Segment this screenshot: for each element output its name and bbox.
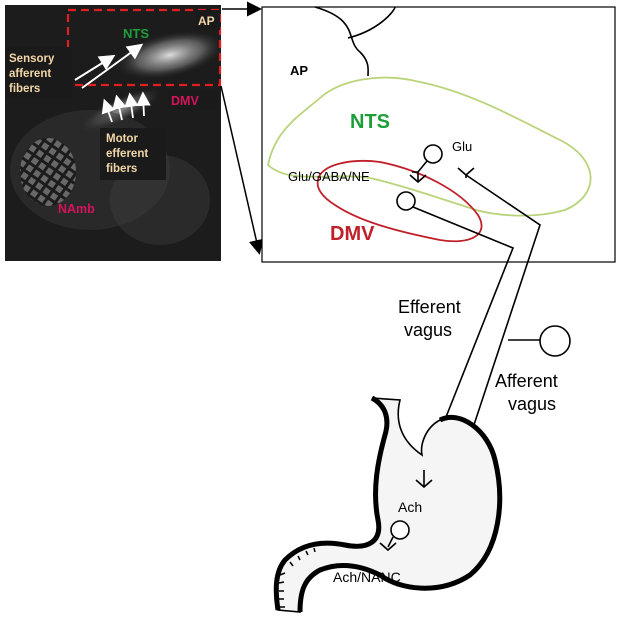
afferent-vagus-fiber bbox=[464, 174, 541, 453]
motor-arrow-2 bbox=[112, 94, 127, 121]
micro-ap-label: AP bbox=[198, 14, 215, 28]
schematic-dmv-label: DMV bbox=[330, 223, 375, 245]
dmv-motor-neuron bbox=[396, 191, 416, 211]
schematic-frame bbox=[261, 6, 616, 263]
nts-outline bbox=[267, 76, 592, 217]
ach-nanc-label: Ach/NANC bbox=[333, 569, 401, 585]
stomach: Ach Ach/NANC bbox=[273, 395, 503, 613]
fiber-tract-glow bbox=[116, 30, 224, 80]
motor-callout-box bbox=[100, 128, 166, 180]
micrograph-panel: NTS AP Sensory afferent fibers DMV Motor… bbox=[5, 5, 224, 261]
glu-gaba-ne-label: Glu/GABA/NE bbox=[288, 169, 370, 184]
motor-label-line3: fibers bbox=[106, 163, 137, 175]
interneuron-axon bbox=[412, 160, 428, 182]
stomach-lesser-curvature bbox=[297, 414, 503, 613]
dmv-outline bbox=[316, 160, 483, 243]
sensory-callout-box bbox=[5, 47, 71, 99]
afferent-vagus-label-line1: Afferent bbox=[495, 371, 558, 391]
nts-interneuron bbox=[423, 144, 443, 164]
afferent-ganglion-neuron bbox=[539, 325, 571, 357]
sensory-label-line3: fibers bbox=[9, 83, 40, 95]
micro-ap-box bbox=[196, 10, 220, 30]
sensory-arrow-2 bbox=[81, 43, 144, 89]
sensory-label-line1: Sensory bbox=[9, 53, 55, 65]
motor-label-line1: Motor bbox=[106, 133, 138, 145]
efferent-vagus-label-line2: vagus bbox=[404, 320, 452, 340]
stomach-greater-curvature bbox=[273, 395, 390, 611]
efferent-vagus-label-line1: Efferent bbox=[398, 297, 461, 317]
micro-nts-label: NTS bbox=[123, 26, 149, 41]
schematic-ap-label: AP bbox=[290, 63, 308, 78]
glu-label: Glu bbox=[452, 139, 472, 154]
vagus-nerves: Efferent vagus Afferent vagus bbox=[398, 174, 571, 471]
ach-label: Ach bbox=[398, 499, 422, 515]
enteric-neuron bbox=[390, 520, 410, 540]
namb-mesh bbox=[20, 138, 76, 206]
interneuron-synapse bbox=[409, 174, 427, 184]
micro-dmv-label: DMV bbox=[171, 94, 199, 108]
schematic-nts-label: NTS bbox=[350, 111, 390, 133]
motor-arrow-1 bbox=[101, 98, 116, 123]
ach-terminal bbox=[415, 470, 433, 489]
ap-boundary-2 bbox=[347, 6, 396, 39]
duodenum-notches bbox=[278, 547, 316, 608]
motor-arrow-4 bbox=[136, 91, 151, 117]
motor-label-line2: efferent bbox=[106, 148, 148, 160]
enteric-neuron-axon bbox=[379, 536, 397, 552]
efferent-vagus-fiber bbox=[412, 206, 515, 471]
schematic-panel: AP NTS DMV Glu Glu/GABA/NE bbox=[261, 6, 616, 263]
micro-namb-label: NAmb bbox=[58, 202, 95, 216]
micro-dmv-box bbox=[168, 90, 218, 110]
sensory-label-line2: afferent bbox=[9, 68, 51, 80]
zoom-line-bottom bbox=[220, 85, 264, 255]
sensory-arrow-1 bbox=[74, 54, 116, 81]
ap-boundary bbox=[314, 6, 369, 77]
motor-arrow-3 bbox=[124, 92, 139, 119]
afferent-vagus-label-line2: vagus bbox=[508, 394, 556, 414]
